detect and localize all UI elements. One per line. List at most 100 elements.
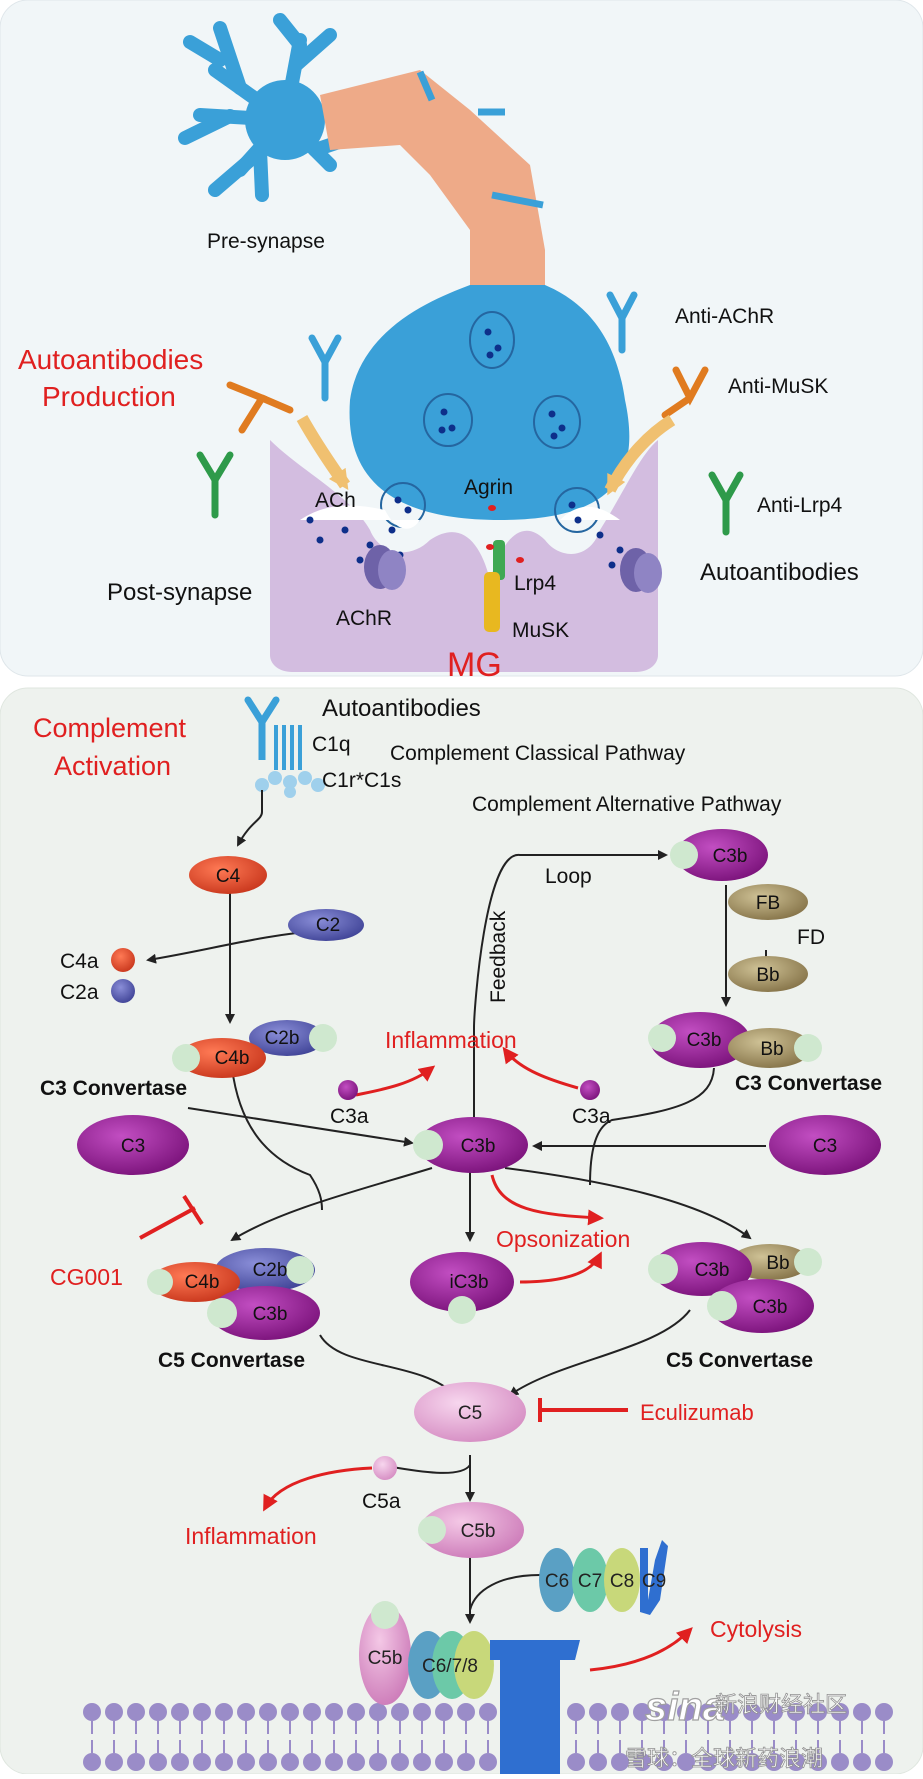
c5-convertase-classical bbox=[147, 1248, 320, 1340]
c4-molecule bbox=[189, 856, 267, 894]
c5-convertase-label-right: C5 Convertase bbox=[666, 1349, 813, 1372]
c3b-c5-label: C3b bbox=[253, 1304, 288, 1325]
c4a-ball bbox=[111, 948, 135, 972]
fb-label: FB bbox=[756, 893, 780, 914]
mg-label: MG bbox=[447, 646, 502, 684]
inflammation-top-label: Inflammation bbox=[385, 1027, 517, 1053]
achr-label: AChR bbox=[336, 607, 392, 630]
inhibition-bars bbox=[139, 1194, 628, 1422]
cell-membrane bbox=[83, 1703, 893, 1771]
ach-label: ACh bbox=[315, 489, 356, 512]
musk-receptor bbox=[484, 572, 500, 632]
achr-right bbox=[620, 548, 662, 593]
c3a-right-label: C3a bbox=[572, 1105, 611, 1128]
lipid-head bbox=[611, 1753, 629, 1771]
complement-activation-line1: Complement bbox=[33, 713, 187, 743]
watermark-logo: sina bbox=[645, 1685, 725, 1729]
lipid-head bbox=[237, 1703, 255, 1721]
lipid-head bbox=[149, 1703, 167, 1721]
c4a-label: C4a bbox=[60, 950, 99, 973]
neuron-soma bbox=[245, 80, 325, 160]
c1-complex-icon bbox=[244, 696, 325, 798]
lipid-head bbox=[193, 1703, 211, 1721]
inflammation-bottom-label: Inflammation bbox=[185, 1523, 317, 1549]
lipid-head bbox=[853, 1703, 871, 1721]
lipid-head bbox=[215, 1753, 233, 1771]
lipid-head bbox=[765, 1703, 783, 1721]
lipid-head bbox=[655, 1703, 673, 1721]
c3b-c5-right-label-2: C3b bbox=[753, 1297, 788, 1318]
lipid-head bbox=[259, 1703, 277, 1721]
pre-synapse-label: Pre-synapse bbox=[207, 230, 325, 253]
c1q-label: C1q bbox=[312, 733, 351, 756]
lipid-head bbox=[567, 1703, 585, 1721]
c5-label: C5 bbox=[458, 1403, 482, 1424]
complement-activation-line2: Activation bbox=[54, 751, 171, 781]
lipid-head bbox=[589, 1753, 607, 1771]
c5-convertase-label-left: C5 Convertase bbox=[158, 1349, 305, 1372]
ic3b-label: iC3b bbox=[449, 1272, 488, 1293]
cg001-label: CG001 bbox=[50, 1264, 123, 1290]
cytolysis-label: Cytolysis bbox=[710, 1616, 802, 1642]
c3a-right-ball bbox=[580, 1080, 600, 1100]
alternative-pathway-title: Complement Alternative Pathway bbox=[472, 793, 782, 816]
lipid-head bbox=[721, 1703, 739, 1721]
lipid-head bbox=[281, 1753, 299, 1771]
achr-left bbox=[364, 545, 406, 590]
ic3b-molecule bbox=[410, 1252, 514, 1324]
lipid-head bbox=[765, 1753, 783, 1771]
c1r-c1s-label: C1r*C1s bbox=[322, 769, 401, 792]
c2b-c5-label: C2b bbox=[253, 1260, 288, 1281]
lipid-head bbox=[655, 1753, 673, 1771]
lipid-head bbox=[611, 1703, 629, 1721]
c3-convertase-classical bbox=[172, 1020, 337, 1078]
c4b-label: C4b bbox=[215, 1048, 250, 1069]
lipid-head bbox=[809, 1703, 827, 1721]
loop-label: Loop bbox=[545, 865, 592, 888]
bb-molecule bbox=[728, 956, 808, 992]
lipid-head bbox=[589, 1703, 607, 1721]
c2-label: C2 bbox=[316, 915, 340, 936]
lipid-head bbox=[303, 1753, 321, 1771]
lipid-head bbox=[743, 1753, 761, 1771]
lipid-head bbox=[391, 1753, 409, 1771]
c3-right-label: C3 bbox=[813, 1136, 837, 1157]
musk-label: MuSK bbox=[512, 619, 569, 642]
c3b-c5-right-label-1: C3b bbox=[695, 1260, 730, 1281]
c7-label: C7 bbox=[578, 1571, 602, 1592]
c5b-label: C5b bbox=[461, 1521, 496, 1542]
c2b-label: C2b bbox=[265, 1028, 300, 1049]
lipid-head bbox=[83, 1703, 101, 1721]
classical-pathway-title: Complement Classical Pathway bbox=[390, 742, 686, 765]
c678-label: C6/7/8 bbox=[422, 1656, 478, 1677]
c5a-label: C5a bbox=[362, 1490, 401, 1513]
c5a-ball bbox=[373, 1456, 397, 1480]
lipid-head bbox=[347, 1753, 365, 1771]
complement-panel bbox=[0, 687, 923, 1775]
c4-label: C4 bbox=[216, 866, 241, 887]
fb-molecule bbox=[728, 884, 808, 920]
bb-c5-label: Bb bbox=[766, 1253, 789, 1274]
antibody-green-left bbox=[196, 451, 234, 519]
c3b-center bbox=[413, 1117, 528, 1173]
anti-lrp4-label: Anti-Lrp4 bbox=[757, 494, 843, 517]
antibody-binding-arrow-left bbox=[296, 415, 350, 490]
c5b-molecule bbox=[418, 1502, 524, 1558]
opsonization-label: Opsonization bbox=[496, 1226, 630, 1252]
anti-achr-label: Anti-AChR bbox=[675, 305, 774, 328]
lipid-head bbox=[567, 1753, 585, 1771]
lipid-head bbox=[435, 1753, 453, 1771]
lipid-head bbox=[413, 1753, 431, 1771]
myelin-nodes bbox=[416, 70, 544, 209]
complement-autoantibodies-label: Autoantibodies bbox=[322, 695, 481, 722]
lipid-head bbox=[171, 1753, 189, 1771]
c3-convertase-alternative bbox=[648, 1012, 822, 1068]
c6-c9-complex bbox=[539, 1540, 668, 1615]
lipid-head bbox=[215, 1703, 233, 1721]
eculizumab-label: Eculizumab bbox=[640, 1400, 754, 1425]
lipid-head bbox=[809, 1753, 827, 1771]
lipid-head bbox=[633, 1753, 651, 1771]
watermark-line2: 雪球：全球新药浪潮 bbox=[625, 1746, 823, 1771]
c9-label: C9 bbox=[642, 1571, 666, 1592]
lipid-head bbox=[237, 1753, 255, 1771]
